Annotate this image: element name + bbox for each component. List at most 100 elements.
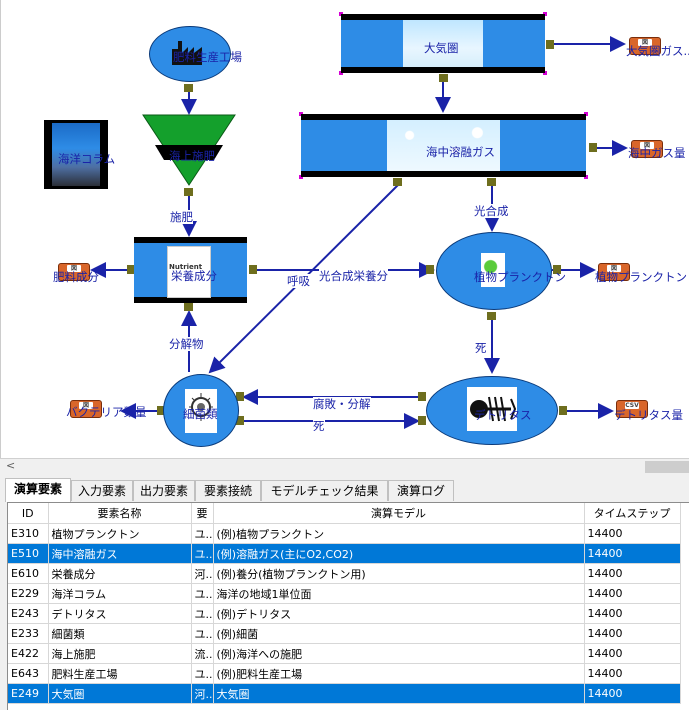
edge-label-fertilize: 施肥 [170,210,193,224]
cell-name: 海中溶融ガス [48,543,192,564]
output-label-ocean-gas: 海中ガス量 [628,146,686,160]
label-bacteria: 細菌類 [183,407,218,421]
cell-model: (例)溶融ガス(主にO2,CO2) [213,543,585,564]
cell-model: (例)養分(植物プランクトン用) [213,563,585,584]
column-header-name[interactable]: 要素名称 [48,503,192,524]
scroll-thumb[interactable] [645,461,689,473]
output-graph-icon-gas[interactable]: 図 [631,140,663,158]
node-phytoplankton[interactable] [436,232,552,310]
node-fertilizer-plant[interactable] [149,26,231,82]
cell-step: 14400 [584,543,681,564]
cell-model: 大気圏 [213,683,585,704]
horizontal-scrollbar[interactable]: < [0,458,689,476]
cell-id: E229 [8,583,49,604]
column-header-timestep[interactable]: タイムステップ [584,503,681,524]
edge-label-photo-nutrients: 光合成栄養分 [319,269,388,283]
fish-skeleton-icon [467,387,517,431]
node-ocean-column[interactable] [44,120,108,189]
label-dissolved-gas: 海中溶融ガス [426,145,495,159]
edge-label-photosynthesis: 光合成 [474,204,509,218]
node-nutrients[interactable] [134,237,247,303]
cell-model: (例)海洋への施肥 [213,643,585,664]
funnel-icon [142,114,236,186]
elements-grid[interactable]: ID 要素名称 要 演算モデル タイムステップ E310植物プランクトンユ...… [7,502,689,710]
cell-name: 細菌類 [48,623,192,644]
cell-step: 14400 [584,583,681,604]
output-label-bacteria: バクテリア数量 [66,405,147,419]
cell-step: 14400 [584,603,681,624]
output-graph-icon-plankton[interactable]: 図 [598,263,630,281]
cell-id: E233 [8,623,49,644]
cell-type: ユ... [191,603,214,624]
output-label-plankton: 植物プランクトン [595,270,687,284]
cell-name: 大気圏 [48,683,192,704]
cell-id: E249 [8,683,49,704]
cell-step: 14400 [584,623,681,644]
edge-label-decompose: 分解物 [169,337,204,351]
cell-id: E643 [8,663,49,684]
cell-step: 14400 [584,663,681,684]
tab-element-connections[interactable]: 要素接続 [195,480,261,501]
label-ocean-fertilization: 海上施肥 [169,149,215,163]
output-graph-icon-fertilizer[interactable]: 図 [58,263,90,281]
column-header-type[interactable]: 要 [191,503,214,524]
cell-name: 植物プランクトン [48,523,192,544]
edge-label-death1: 死 [475,341,487,355]
label-ocean-column: 海洋コラム [58,152,116,166]
cell-type: ユ... [191,663,214,684]
cell-type: ユ... [191,623,214,644]
label-nutrient-image: Nutrient [169,263,203,271]
tab-model-check[interactable]: モデルチェック結果 [261,480,388,501]
node-bacteria[interactable] [163,374,239,447]
output-graph-icon-atmo[interactable]: 図 [629,37,661,55]
edge-label-respiration: 呼吸 [287,274,310,288]
tab-calc-elements[interactable]: 演算要素 [5,478,71,502]
node-dissolved-gas[interactable] [301,114,586,177]
label-nutrients: 栄養成分 [171,269,217,283]
cell-type: 河... [191,683,214,704]
edge-label-death2: 死 [313,419,325,433]
cell-name: デトリタス [48,603,192,624]
model-canvas[interactable]: 肥料生産工場 海洋コラム 海上施肥 大気圏 海中溶融ガス Nutrient 栄養… [0,0,689,458]
output-csv-icon-detritus[interactable]: CSV [616,400,648,418]
node-detritus[interactable] [426,376,558,445]
tab-input-elements[interactable]: 入力要素 [71,480,133,501]
output-label-atmo-gas: 大気圏ガス... [626,44,689,58]
cell-model: (例)植物プランクトン [213,523,585,544]
cell-name: 海上施肥 [48,643,192,664]
cell-id: E422 [8,643,49,664]
tab-calc-log[interactable]: 演算ログ [388,480,454,501]
cell-type: 流... [191,643,214,664]
cell-step: 14400 [584,563,681,584]
cell-name: 肥料生産工場 [48,663,192,684]
cell-id: E310 [8,523,49,544]
cell-step: 14400 [584,683,681,704]
cell-type: ユ... [191,583,214,604]
scroll-left-icon[interactable]: < [6,459,16,472]
cell-type: ユ... [191,523,214,544]
column-header-id[interactable]: ID [8,503,49,524]
cell-model: (例)細菌 [213,623,585,644]
output-label-detritus: デトリタス量 [614,408,683,422]
cell-step: 14400 [584,643,681,664]
cell-type: ユ... [191,543,214,564]
node-atmosphere[interactable] [341,14,545,73]
cell-id: E243 [8,603,49,624]
output-graph-icon-bacteria[interactable]: 図 [70,400,102,418]
cell-step: 14400 [584,523,681,544]
tab-output-elements[interactable]: 出力要素 [133,480,195,501]
output-label-fertilizer: 肥料成分 [53,270,99,284]
cell-id: E610 [8,563,49,584]
label-atmosphere: 大気圏 [424,41,459,55]
column-header-model[interactable]: 演算モデル [213,503,585,524]
cell-name: 栄養成分 [48,563,192,584]
